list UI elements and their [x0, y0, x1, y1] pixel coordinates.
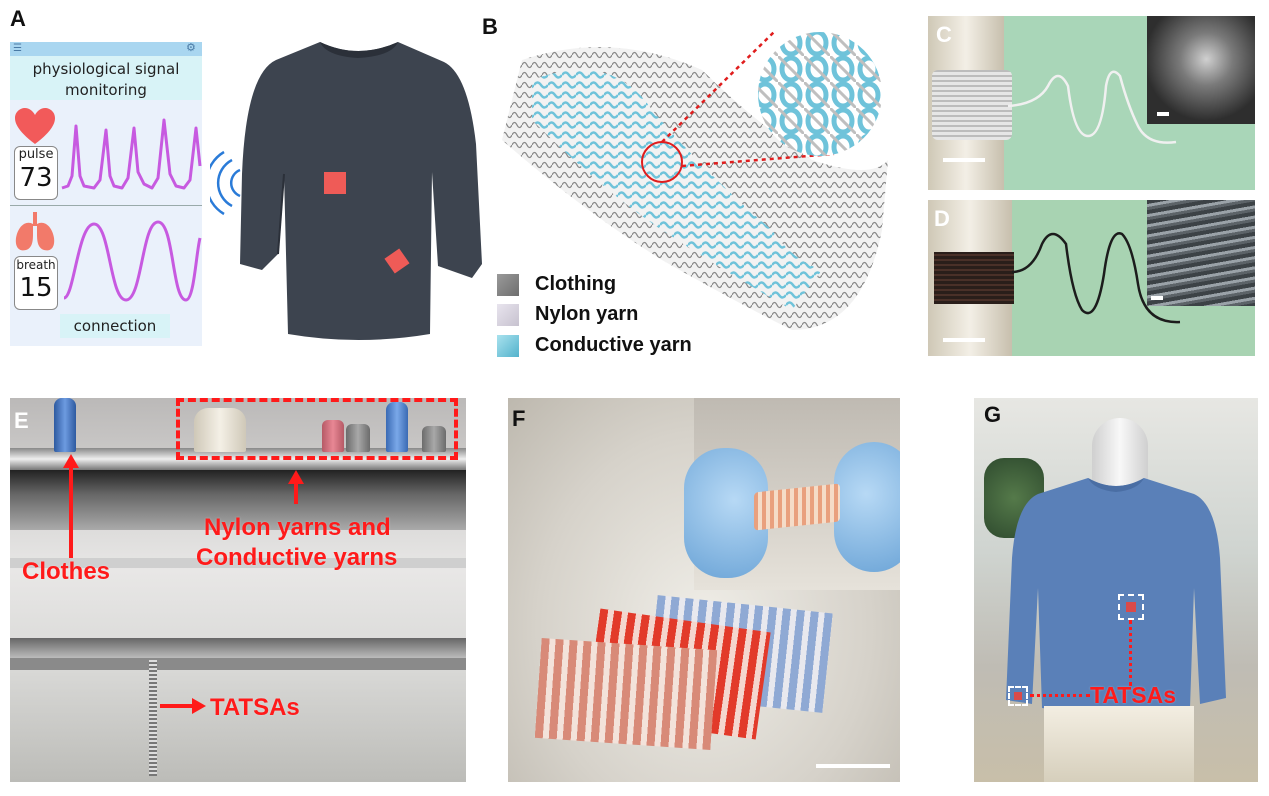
app-top-bar: ☰ ⚙	[10, 42, 202, 56]
panel-b-label: B	[482, 14, 498, 39]
panel-a-label: A	[10, 6, 26, 31]
breath-label: breath	[16, 258, 56, 272]
tatsas-label-g: TATSAs	[1090, 682, 1177, 708]
machine-bed	[10, 638, 466, 658]
yarn-cone-pink	[322, 420, 344, 452]
fabric-strip	[149, 660, 157, 776]
clothes-arrowhead	[63, 454, 79, 468]
yarn-cone-blue	[54, 398, 76, 452]
menu-icon[interactable]: ☰	[13, 43, 22, 54]
tatsas-label: TATSAs	[210, 694, 300, 721]
stretched-fabric	[754, 483, 840, 531]
conductive-cube-icon	[497, 334, 519, 357]
panel-f-photo: F	[508, 398, 900, 782]
yarn-cone-blue-2	[386, 402, 408, 452]
yarn-box-highlight	[176, 398, 458, 460]
tatsas-arrow	[160, 704, 194, 708]
panel-g-photo: TATSAs G	[974, 398, 1258, 782]
scale-bar-d	[943, 338, 985, 342]
tatsa-leader-horizontal	[1030, 694, 1090, 697]
tatsa-leader-vertical	[1129, 620, 1132, 686]
nylon-cube-icon	[497, 303, 519, 326]
phone-app-screen: ☰ ⚙ physiological signal monitoring puls…	[10, 42, 202, 346]
machine-lower-bar	[10, 658, 466, 670]
pulse-label: pulse	[18, 147, 54, 162]
panel-d-photo: D	[928, 200, 1255, 356]
tatsa-wrist-marker	[1008, 686, 1028, 706]
tatsa-chest-marker	[1118, 594, 1144, 620]
clothes-label: Clothes	[22, 558, 111, 585]
panel-d-label: D	[934, 206, 950, 231]
conductive-yarn-strand	[1012, 232, 1181, 324]
legend-conductive-yarn: Conductive yarn	[497, 334, 692, 357]
yarn-cone-grey-2	[422, 426, 446, 452]
panel-f-label: F	[512, 406, 526, 431]
yarns-label-line2: Conductive yarns	[196, 544, 398, 571]
breath-value: 15	[19, 273, 53, 303]
connection-button[interactable]: connection	[60, 314, 170, 338]
clothes-arrow	[69, 462, 73, 558]
legend-clothing: Clothing	[497, 273, 616, 296]
panel-e-label: E	[14, 408, 29, 433]
conductive-yarn-wrap	[934, 252, 1014, 304]
machine-rail	[10, 558, 466, 568]
sem-inset-d	[1147, 200, 1255, 306]
pulse-value: 73	[19, 163, 53, 193]
scale-bar-inset-d	[1151, 296, 1163, 300]
nylon-yarn-strand	[1008, 70, 1177, 144]
scale-bar-c	[943, 158, 985, 162]
app-title: physiological signal monitoring	[10, 56, 202, 100]
scale-bar-inset-c	[1157, 112, 1169, 116]
machine-carriage	[10, 470, 466, 530]
breath-waveform	[63, 220, 202, 302]
pulse-waveform	[61, 118, 202, 190]
blue-shirt-image	[1006, 478, 1226, 713]
yarns-arrow	[294, 482, 298, 504]
breath-readout: breath 15	[14, 256, 58, 310]
yarn-cone-white	[194, 408, 246, 452]
sem-inset-c	[1147, 16, 1255, 124]
panel-c-photo: C	[928, 16, 1255, 190]
nylon-yarn-wrap	[932, 70, 1012, 140]
yarn-cone-grey	[346, 424, 370, 452]
settings-icon[interactable]: ⚙	[186, 42, 196, 54]
dark-shirt-image	[240, 42, 482, 340]
pulse-readout: pulse 73	[14, 146, 58, 200]
panel-c-label: C	[936, 22, 952, 47]
knit-swatch-peach	[534, 637, 718, 751]
wireless-waves	[210, 150, 241, 216]
textile-structure-diagram	[502, 31, 888, 331]
panel-e-photo: Clothes Nylon yarns and Conductive yarns…	[10, 398, 466, 782]
mannequin-base	[1044, 706, 1194, 782]
legend-nylon-yarn: Nylon yarn	[497, 303, 638, 326]
divider	[10, 205, 202, 206]
yarns-label-line1: Nylon yarns and	[204, 514, 391, 541]
heart-icon	[15, 108, 55, 144]
scale-bar-f	[816, 764, 890, 768]
inset-stretch-photo	[684, 398, 900, 590]
clothing-cube-icon	[497, 273, 519, 296]
tatsas-arrowhead	[192, 698, 206, 714]
panel-g-label: G	[984, 402, 1002, 427]
lungs-icon	[15, 212, 55, 251]
glove-right	[834, 442, 900, 572]
yarns-arrowhead	[288, 470, 304, 484]
